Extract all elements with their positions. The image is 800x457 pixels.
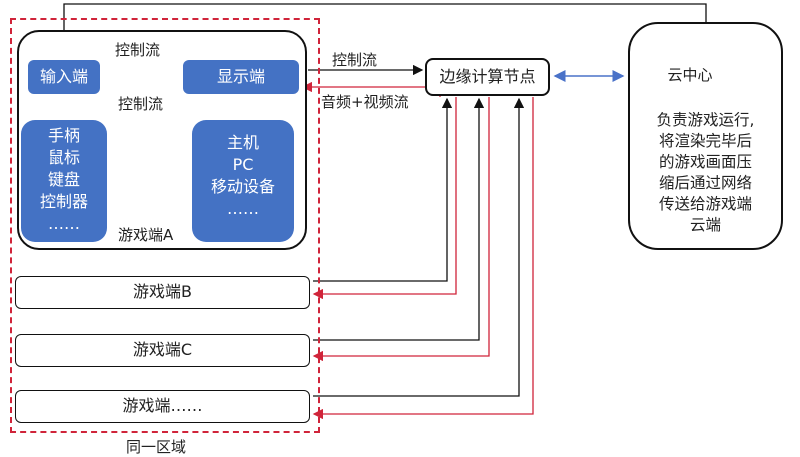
terminal-c-av-line — [312, 97, 490, 362]
device-mobile: 移动设备 — [210, 177, 275, 196]
device-keyboard: 键盘 — [47, 170, 80, 189]
control-flow-bottom-label: 控制流 — [118, 95, 164, 113]
terminal-a-label: 游戏端A — [118, 226, 174, 244]
terminal-more-av-line — [312, 97, 534, 420]
edge-av-flow-label: 音频+视频流 — [321, 93, 409, 111]
cloud-panel — [628, 22, 783, 250]
control-flow-top-label: 控制流 — [115, 41, 161, 59]
cloud-description-line: 传送给游戏端 — [658, 195, 752, 213]
cloud-description-line: 缩后通过网络 — [658, 174, 752, 192]
input-devices-box: 手柄 鼠标 键盘 控制器 …… — [21, 120, 107, 242]
terminal-b-control-line — [313, 97, 453, 282]
terminal-more: 游戏端…… — [15, 390, 310, 423]
cloud-center-label: 云中心 — [667, 66, 713, 84]
device-more: …… — [48, 214, 80, 233]
display-devices-box: 主机 PC 移动设备 …… — [192, 120, 294, 242]
terminal-c-control-line — [313, 97, 485, 341]
device-more: …… — [227, 199, 259, 218]
device-mouse: 鼠标 — [47, 148, 80, 167]
same-region-label: 同一区域 — [126, 438, 187, 456]
device-console: 主机 — [226, 133, 259, 152]
cloud-description-line: 云端 — [689, 216, 721, 234]
terminal-c: 游戏端C — [15, 334, 310, 367]
cloud-description-line: 将渲染完毕后 — [658, 132, 752, 150]
same-region-boundary — [10, 18, 320, 433]
terminal-b-av-line — [312, 97, 457, 300]
device-pc: PC — [232, 155, 254, 174]
edge-control-flow-label: 控制流 — [332, 51, 378, 69]
terminal-b: 游戏端B — [15, 276, 310, 309]
terminal-more-control-line — [313, 97, 525, 397]
cloud-description-line: 的游戏画面压 — [658, 153, 752, 171]
device-gamepad: 手柄 — [47, 126, 80, 145]
display-box: 显示端 — [183, 60, 299, 94]
cloud-description-line: 负责游戏运行, — [656, 111, 755, 129]
cloud-description: 负责游戏运行, 将渲染完毕后 的游戏画面压 缩后通过网络 传送给游戏端 云端 — [628, 110, 783, 236]
input-box: 输入端 — [28, 60, 100, 94]
device-controller: 控制器 — [39, 192, 88, 211]
edge-computing-node: 边缘计算节点 — [425, 58, 550, 96]
